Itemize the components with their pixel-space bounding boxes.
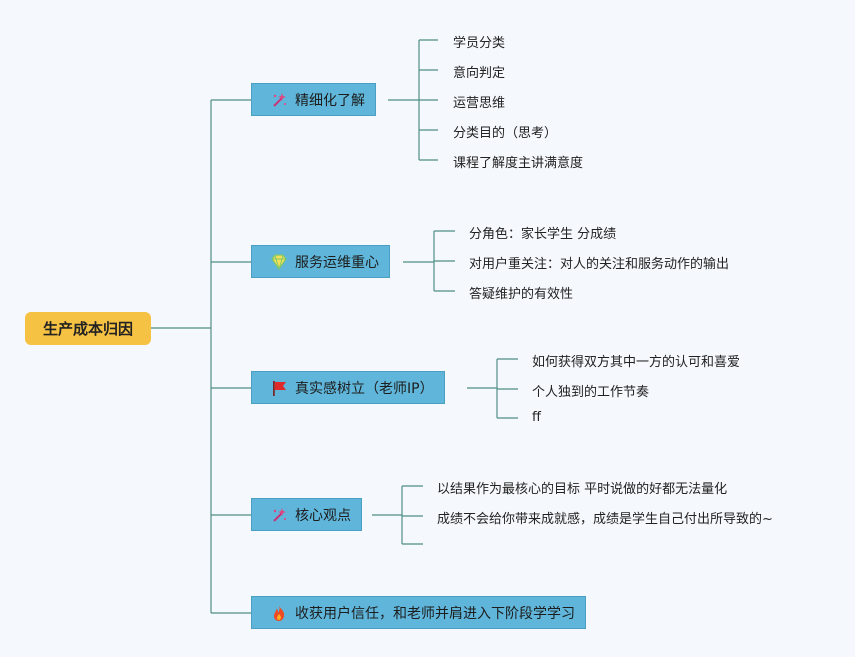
root-node[interactable]: 生产成本归因 <box>25 312 151 345</box>
leaf-item[interactable]: 分类目的（思考） <box>453 126 558 141</box>
leaf-item[interactable]: 对用户重关注：对人的关注和服务动作的输出 <box>469 257 730 272</box>
leaf-item[interactable]: 答疑维护的有效性 <box>469 287 574 302</box>
branch-label: 服务运维重心 <box>295 254 379 271</box>
sparkle-wand-icon <box>270 91 288 109</box>
branch-label: 收获用户信任，和老师并肩进入下阶段学学习 <box>295 605 575 622</box>
leaf-item[interactable]: 运营思维 <box>453 96 506 111</box>
leaf-item[interactable]: 如何获得双方其中一方的认可和喜爱 <box>532 355 741 370</box>
leaf-item[interactable]: ff <box>532 410 541 425</box>
sparkle-wand-icon <box>270 506 288 524</box>
branch-service-focus[interactable]: 服务运维重心 <box>251 245 390 278</box>
branch-refined-understanding[interactable]: 精细化了解 <box>251 83 376 116</box>
leaf-item[interactable]: 个人独到的工作节奏 <box>532 385 650 400</box>
leaf-item[interactable]: 意向判定 <box>453 66 506 81</box>
leaf-item[interactable]: 学员分类 <box>453 36 506 51</box>
branch-label: 精细化了解 <box>295 92 365 109</box>
leaf-item[interactable]: 成绩不会给你带来成就感，成绩是学生自己付出所导致的~ <box>437 512 773 527</box>
fire-icon <box>270 604 288 622</box>
leaf-item[interactable]: 分角色：家长学生 分成绩 <box>469 227 617 242</box>
branch-label: 真实感树立（老师IP） <box>295 380 434 397</box>
diamond-icon <box>270 253 288 271</box>
red-flag-icon <box>270 379 288 397</box>
leaf-item[interactable]: 以结果作为最核心的目标 平时说做的好都无法量化 <box>437 482 728 497</box>
branch-core-viewpoint[interactable]: 核心观点 <box>251 498 362 531</box>
branch-gain-trust[interactable]: 收获用户信任，和老师并肩进入下阶段学学习 <box>251 596 586 629</box>
branch-label: 核心观点 <box>295 507 351 524</box>
branch-authenticity[interactable]: 真实感树立（老师IP） <box>251 371 445 404</box>
leaf-item[interactable]: 课程了解度主讲满意度 <box>453 156 584 171</box>
